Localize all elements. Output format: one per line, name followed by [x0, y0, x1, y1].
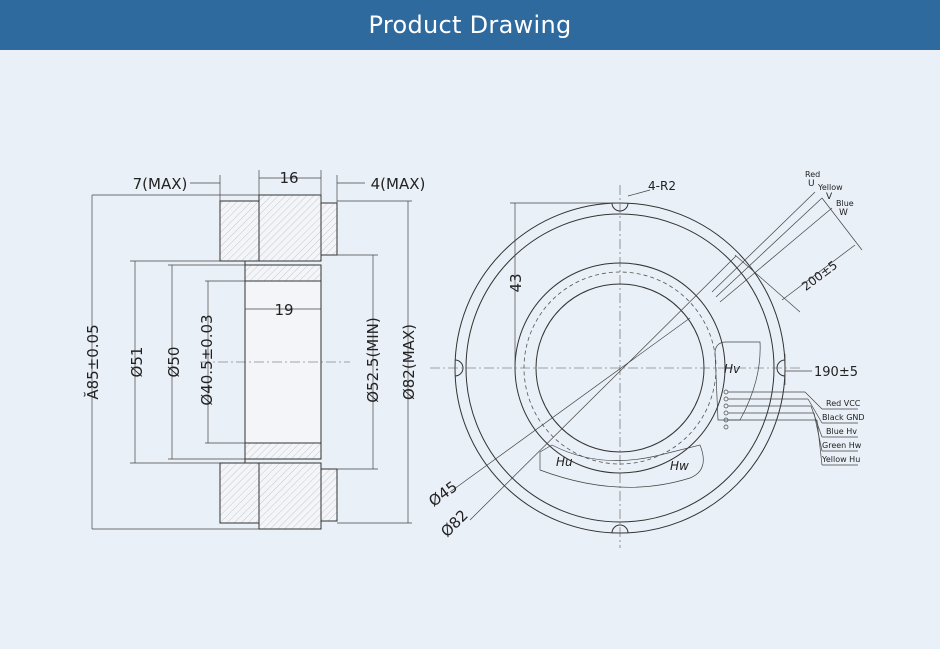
sensor-hv-label: Hv: [724, 362, 741, 376]
body-bottom: [258, 462, 322, 530]
hall-lead-blue-hv: Blue Hv: [826, 427, 857, 436]
dim-85-label: Ă85±0.05: [83, 324, 102, 399]
dim-200-label: 200±5: [799, 258, 840, 294]
lead-red-label: Red: [805, 170, 820, 179]
dim-51-label: Ø51: [128, 347, 146, 378]
dim-4max-label: 4(MAX): [371, 175, 426, 193]
dim-50-label: Ø50: [165, 347, 183, 378]
dim-16-label: 16: [279, 169, 298, 187]
dim-40-5-label: Ø40.5±0.03: [198, 314, 216, 405]
hall-board-bottom: [539, 444, 704, 488]
page-title: Product Drawing: [368, 11, 572, 39]
dim-52-5-label: Ø52.5(MIN): [364, 317, 382, 403]
drawing-canvas: 7(MAX) 16 4(MAX) 19 Ă85±0.05 Ø51 Ø50 Ø40…: [0, 50, 940, 645]
hall-lead-red-vcc: Red VCC: [826, 399, 861, 408]
hall-lead-green-hw: Green Hw: [822, 441, 862, 450]
dim-4r2-label: 4-R2: [648, 179, 676, 193]
product-drawing: 7(MAX) 16 4(MAX) 19 Ă85±0.05 Ø51 Ø50 Ø40…: [83, 169, 865, 548]
right-ring-top: [320, 202, 338, 256]
dim-43-label: 43: [507, 273, 525, 292]
body-top: [258, 194, 322, 262]
front-view: Hu Hw Hv Ø45 Ø82 43 4-R2 200±5 Red U Yel…: [425, 170, 865, 548]
hall-board-right: [714, 341, 761, 421]
hall-lead-yellow-hu: Yellow Hu: [821, 455, 860, 464]
dim-190-label: 190±5: [814, 365, 858, 380]
side-view: 7(MAX) 16 4(MAX) 19 Ă85±0.05 Ø51 Ø50 Ø40…: [83, 169, 426, 530]
magnet-top: [244, 264, 322, 282]
dim-45-label: Ø45: [425, 478, 461, 511]
dim-19-label: 19: [274, 301, 293, 319]
hall-lead-black-gnd: Black GND: [822, 413, 865, 422]
lead-yellow-label: Yellow: [817, 183, 843, 192]
sensor-hw-label: Hw: [670, 459, 689, 473]
magnet-bottom: [244, 442, 322, 460]
dim-7max-label: 7(MAX): [133, 175, 188, 193]
right-ring-bottom: [320, 468, 338, 522]
lead-v-label: V: [826, 192, 833, 202]
lead-u-label: U: [808, 179, 815, 189]
lead-w-label: W: [839, 208, 848, 218]
sensor-hu-label: Hu: [556, 455, 573, 469]
lead-blue-label: Blue: [836, 199, 854, 208]
left-flange-bottom: [219, 462, 260, 524]
left-flange-top: [219, 200, 260, 262]
dim-82max-label: Ø82(MAX): [400, 324, 418, 400]
dim-82-label: Ø82: [437, 506, 472, 541]
page-header: Product Drawing: [0, 0, 940, 50]
